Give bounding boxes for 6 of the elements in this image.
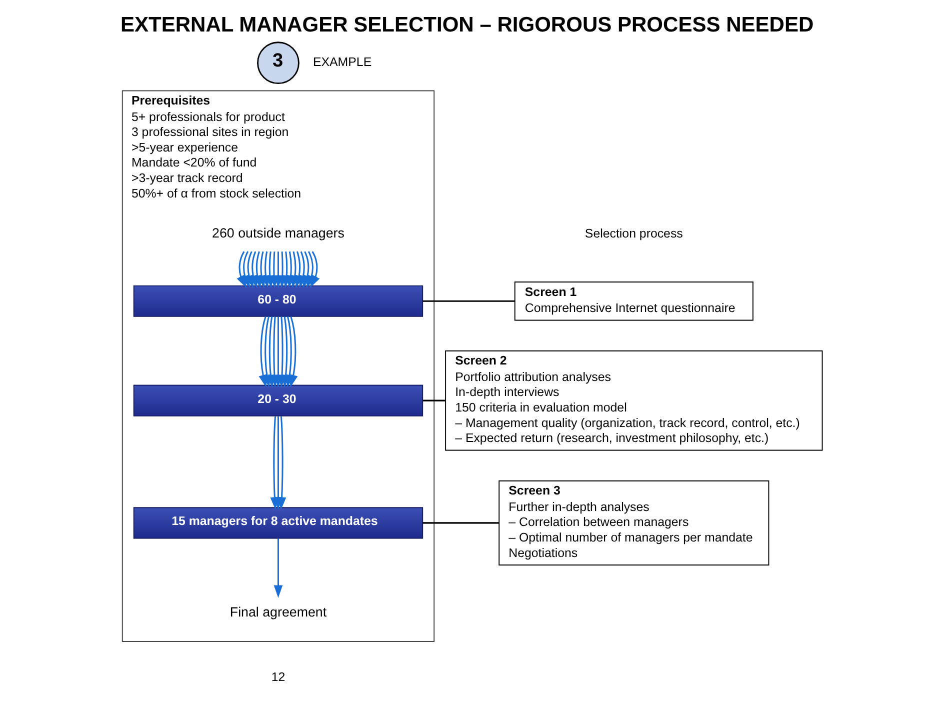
label: Selection process [584, 226, 682, 240]
label: 12 [270, 670, 285, 684]
node-text: Final agreement [229, 604, 326, 620]
node-text: 260 outside managers [212, 226, 344, 241]
diagram-title: EXTERNAL MANAGER SELECTION – RIGOROUS PROCESS NEEDED [120, 14, 814, 37]
label: EXAMPLE [312, 55, 372, 70]
